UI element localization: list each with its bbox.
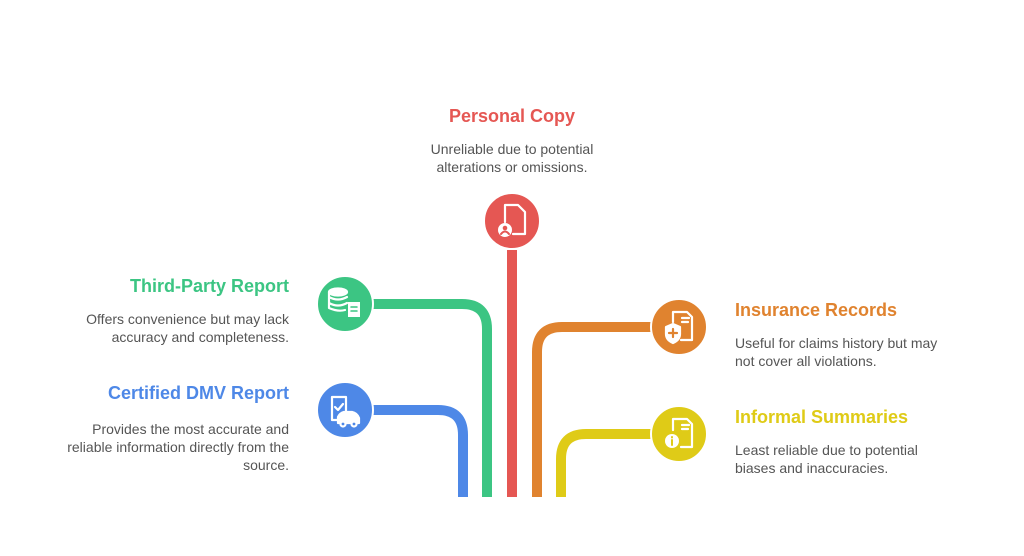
title-third-party: Third-Party Report <box>129 276 289 296</box>
info-document-icon <box>650 405 708 463</box>
desc-personal-copy: Unreliable due to potential alterations … <box>430 141 594 175</box>
document-user-icon <box>483 192 541 250</box>
branch-line-dmv <box>372 405 468 497</box>
title-personal-copy: Personal Copy <box>448 106 576 126</box>
certified-car-document-icon <box>316 381 374 439</box>
title-dmv: Certified DMV Report <box>107 383 289 403</box>
desc-third-party: Offers convenience but may lack accuracy… <box>86 311 289 345</box>
desc-informal: Least reliable due to potential biases a… <box>735 442 918 476</box>
branch-line-third-party <box>372 299 492 497</box>
database-document-icon <box>316 275 374 333</box>
desc-dmv: Provides the most accurate and reliable … <box>67 421 289 473</box>
branch-line-informal <box>556 429 652 497</box>
title-insurance: Insurance Records <box>735 300 898 320</box>
branch-line-insurance <box>532 322 652 497</box>
desc-insurance: Useful for claims history but may not co… <box>735 335 938 369</box>
shield-document-icon <box>650 298 708 356</box>
title-informal: Informal Summaries <box>735 407 909 427</box>
